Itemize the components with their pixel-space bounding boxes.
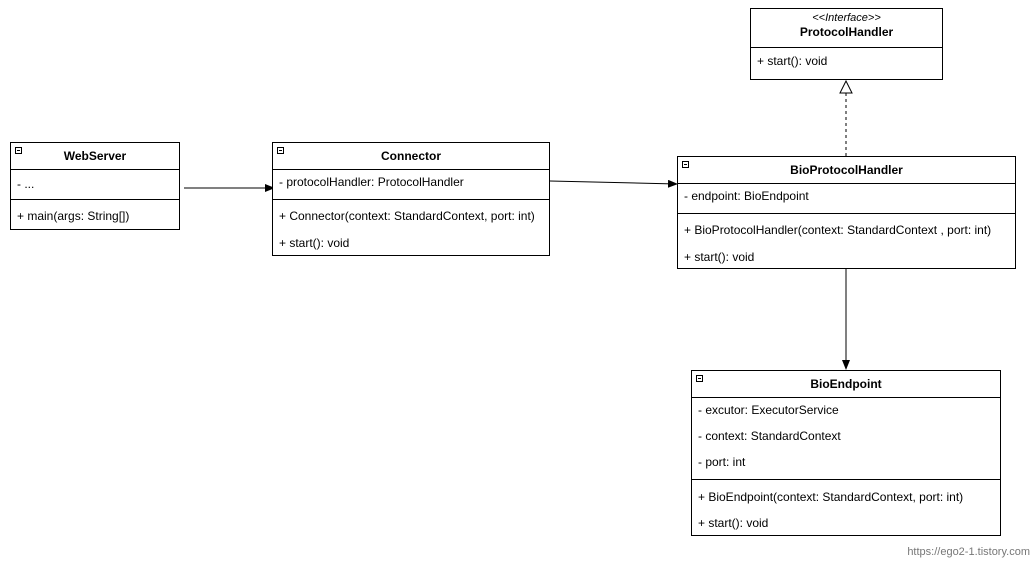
class-header: <<Interface>> ProtocolHandler: [751, 9, 942, 48]
compartment-divider: [692, 479, 1000, 480]
class-operation: + start(): void: [698, 516, 769, 530]
class-operation: + BioEndpoint(context: StandardContext, …: [698, 490, 964, 504]
class-header: BioEndpoint: [692, 371, 1000, 398]
class-attribute: - protocolHandler: ProtocolHandler: [279, 175, 464, 189]
class-bioprotocolhandler[interactable]: BioProtocolHandler - endpoint: BioEndpoi…: [677, 156, 1016, 269]
class-name: BioEndpoint: [810, 377, 882, 391]
collapse-icon[interactable]: [696, 375, 703, 382]
class-name: Connector: [381, 149, 441, 163]
class-attribute: - ...: [17, 177, 35, 191]
collapse-icon[interactable]: [682, 161, 689, 168]
class-operation: + start(): void: [757, 54, 828, 68]
stereotype-label: <<Interface>>: [812, 12, 881, 24]
watermark: https://ego2-1.tistory.com: [907, 546, 1030, 558]
compartment-divider: [11, 199, 179, 200]
class-webserver[interactable]: WebServer - ... + main(args: String[]): [10, 142, 180, 230]
class-name: ProtocolHandler: [799, 25, 894, 39]
connector-to-bioprotocolhandler-arrow: [549, 179, 678, 188]
class-attribute: - endpoint: BioEndpoint: [684, 189, 809, 203]
class-attribute: - context: StandardContext: [698, 429, 841, 443]
collapse-icon[interactable]: [277, 147, 284, 154]
class-header: BioProtocolHandler: [678, 157, 1015, 184]
class-name: WebServer: [63, 149, 127, 163]
collapse-icon[interactable]: [15, 147, 22, 154]
class-operation: + Connector(context: StandardContext, po…: [279, 209, 535, 223]
class-connector[interactable]: Connector - protocolHandler: ProtocolHan…: [272, 142, 550, 256]
class-attribute: - excutor: ExecutorService: [698, 403, 839, 417]
class-attribute: - port: int: [698, 455, 746, 469]
class-operation: + start(): void: [684, 250, 755, 264]
class-header: WebServer: [11, 143, 179, 170]
class-operation: + start(): void: [279, 236, 350, 250]
class-bioendpoint[interactable]: BioEndpoint - excutor: ExecutorService -…: [691, 370, 1001, 536]
class-operation: + main(args: String[]): [17, 209, 130, 223]
compartment-divider: [273, 199, 549, 200]
compartment-divider: [678, 213, 1015, 214]
interface-protocolhandler[interactable]: <<Interface>> ProtocolHandler + start():…: [750, 8, 943, 80]
class-name: BioProtocolHandler: [790, 163, 903, 177]
class-operation: + BioProtocolHandler(context: StandardCo…: [684, 223, 992, 237]
class-header: Connector: [273, 143, 549, 170]
